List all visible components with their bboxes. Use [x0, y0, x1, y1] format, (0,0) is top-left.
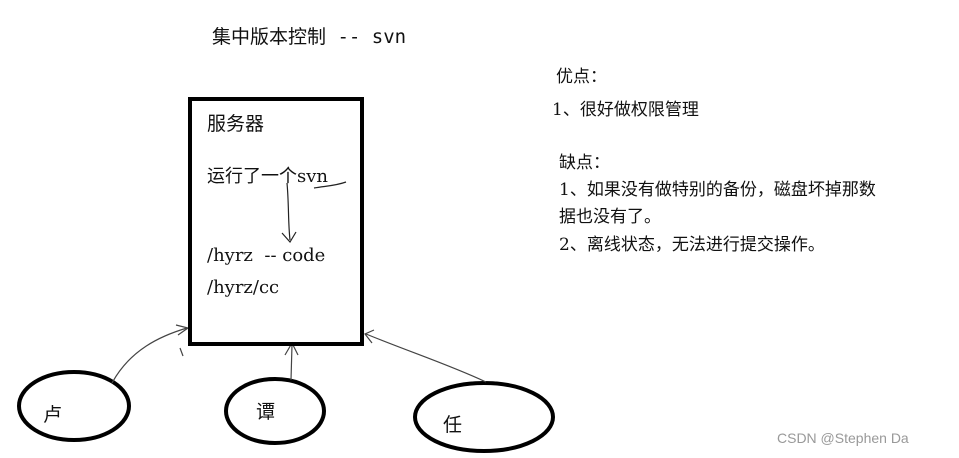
arrow-lu-to-server	[111, 327, 188, 384]
arrowhead-svn	[281, 231, 297, 244]
client-ellipse-tan	[224, 377, 326, 445]
watermark: CSDN @Stephen Da	[777, 430, 909, 446]
client-label-tan: 谭	[256, 401, 276, 423]
arrow-tail-lu	[179, 347, 184, 357]
cons-item-2: 2、离线状态，无法进行提交操作。	[559, 235, 825, 255]
arrow-tan-to-server	[290, 344, 293, 381]
arrow-ren-to-server	[365, 333, 487, 383]
diagram-title: 集中版本控制 -- svn	[212, 26, 407, 48]
client-ellipse-lu	[17, 370, 131, 442]
client-label-ren: 任	[443, 414, 463, 436]
server-box	[188, 97, 364, 346]
server-path-cc: /hyrz/cc	[207, 277, 280, 298]
server-path-code: /hyrz -- code	[207, 245, 326, 266]
arrow-svn-to-paths	[286, 182, 291, 241]
server-label: 服务器	[207, 113, 265, 135]
client-label-lu: 卢	[43, 404, 63, 426]
svn-underline	[313, 181, 347, 189]
pros-title: 优点：	[556, 67, 607, 87]
cons-item-1-line-1: 1、如果没有做特别的备份，磁盘坏掉那数	[559, 180, 876, 200]
arrowhead-ren	[364, 329, 375, 344]
pros-item: 1、很好做权限管理	[552, 100, 699, 120]
server-running-text: 运行了一个svn	[207, 166, 328, 187]
cons-title: 缺点：	[559, 153, 610, 173]
client-ellipse-ren	[413, 381, 555, 453]
cons-item-1-line-2: 据也没有了。	[559, 207, 661, 227]
